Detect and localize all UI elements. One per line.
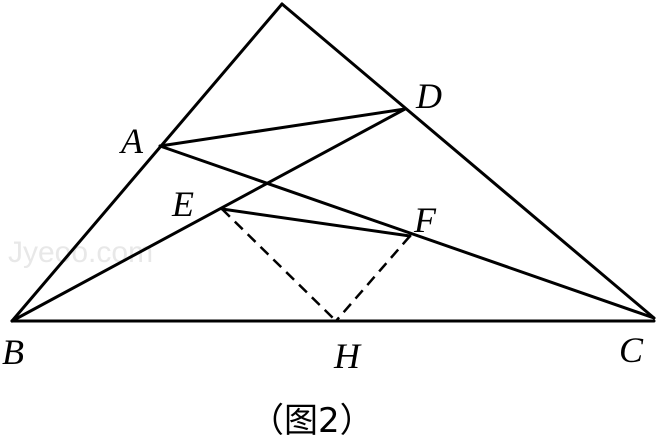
point-label-a: A [119,121,144,161]
segment-ad [158,107,407,148]
dashed-segment-eh [221,208,337,322]
dashed-segment-fh [335,235,411,322]
segment-apex-c [280,2,656,320]
point-label-c: C [619,330,644,370]
point-label-b: B [2,332,24,372]
point-label-f: F [413,200,437,240]
figure-caption: （图2） [250,401,374,441]
point-label-d: D [415,76,442,116]
segment-bd [10,107,407,323]
point-label-h: H [333,336,362,376]
segment-apex-b [10,2,284,323]
segment-ef [220,207,412,238]
segment-ac [158,144,656,320]
point-label-e: E [171,184,194,224]
